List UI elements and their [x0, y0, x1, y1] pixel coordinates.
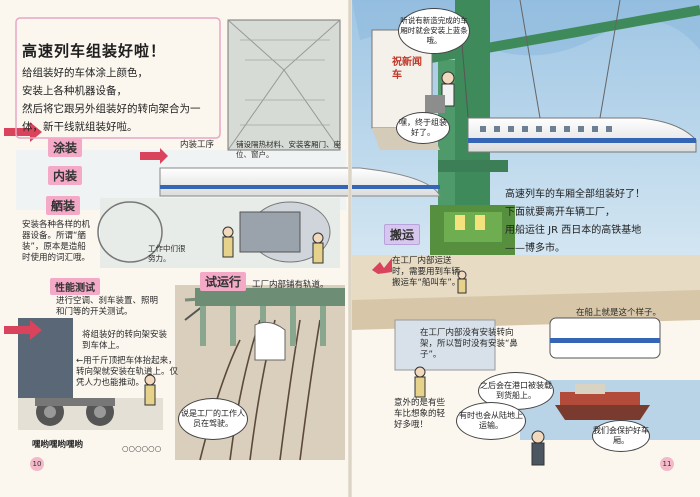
intro-line: ——博多市。 — [505, 243, 565, 254]
intro-line: 然后将它跟另外组装好的转向架合为一 — [22, 103, 201, 115]
transport-label: 搬运 — [384, 224, 421, 245]
workers-busy-note: 工作中们很努力。 — [148, 244, 186, 263]
sound-effect: 嘿哟嘿哟嘿哟 — [32, 440, 84, 450]
rigging-desc-note: 安装各种各样的机器设备。所谓“舾装”，原本是造船时使用的词汇哦。 — [22, 220, 91, 263]
page-number-left: 10 — [30, 457, 44, 471]
performance-desc-note: 进行空调、刹车装置、照明和门等的开关测试。 — [56, 296, 159, 317]
page-number-right: 11 — [660, 457, 674, 471]
step-interior-label: 内装 — [48, 166, 83, 185]
right-intro: 高速列车的车厢全部组装好了！ 下面就要离开车辆工厂， 用船运往 JR 西日本的高… — [505, 186, 695, 258]
train-nose-icon — [467, 0, 697, 153]
left-intro: 给组装好的车体涂上颜色， 安装上各种机器设备， 然后将它跟另外组装好的转向架合为… — [22, 64, 227, 136]
intro-line: 高速列车的车厢全部组装好了！ — [505, 189, 645, 200]
finished-bubble: 嘿，终于组装好了。 — [396, 112, 450, 144]
celebration-sign: 祝新闻 车 — [392, 57, 422, 81]
no-bogie-note: 在工厂内部没有安装转向架，所以暂时没有安装“鼻子”。 — [420, 328, 518, 360]
step-performance-test-label: 性能测试 — [50, 278, 100, 295]
book-spine — [348, 0, 352, 497]
intro-line: 用船运往 JR 西日本的高铁基地 — [505, 225, 642, 236]
bogie-lift-note: ←用千斤顶把车体抬起来，转向架就安装在轨道上。仅凭人力也能推动。 — [76, 356, 179, 388]
trial-track-note: 工厂内部铺有轨道。 — [252, 280, 329, 290]
worker-icon — [144, 71, 545, 466]
step-trial-run-label: 试运行 — [200, 272, 247, 291]
on-ship-note: 在船上就是这个样子。 — [576, 308, 662, 318]
bogie-attach-note: 将组装好的转向架安装到车体上。 — [82, 330, 168, 351]
ship-icon — [555, 405, 650, 420]
red-arrow-icon — [4, 122, 392, 340]
speech-top-bubble: 听说有新造完成的车厢时就会安装上蓝条哦。 — [398, 8, 470, 54]
surprise-note: 意外的是有些车比想象的轻好多哦！ — [394, 398, 446, 430]
step-painting-label: 涂装 — [48, 138, 83, 157]
intro-line: 下面就要离开车辆工厂， — [505, 207, 615, 218]
interior-detail-note: 铺设隔热材料、安装客厢门、座位、窗户。 — [236, 140, 341, 159]
transport-desc-note: 在工厂内部运送时，需要用到车辆搬运车“船叫车”。 — [392, 256, 461, 288]
intro-line: 给组装好的车体涂上颜色， — [22, 67, 148, 79]
factory-workers-bubble: 说是工厂的工作人员在驾驶。 — [178, 398, 248, 440]
intro-line: 安装上各种机器设备， — [22, 85, 127, 97]
interior-work-note: 内装工序 — [180, 140, 215, 150]
intro-line: 体，新干线就组装好啦。 — [22, 121, 138, 133]
page-title: 高速列车组装好啦！ — [22, 42, 167, 60]
land-transport-bubble: 有时也会从陆地上运输。 — [456, 402, 526, 440]
protect-bubble: 我们会保护好车厢。 — [592, 420, 650, 452]
step-rigging-label: 舾装 — [46, 196, 81, 215]
sound-effect-2: ○○○○○○ — [122, 444, 162, 453]
